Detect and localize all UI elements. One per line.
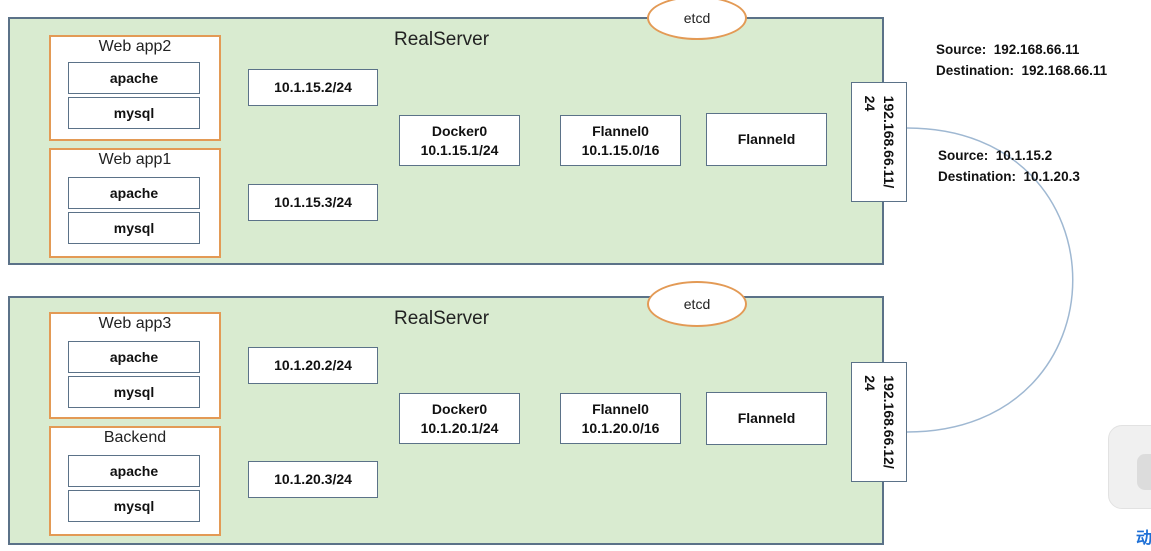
web-app3-title: Web app3	[98, 315, 172, 332]
flannel0-2: Flannel0 10.1.20.0/16	[560, 393, 681, 444]
nic-host-1-mask: 24	[862, 95, 878, 112]
etcd-1: etcd	[647, 0, 747, 40]
web-app2-mysql: mysql	[68, 97, 200, 129]
realserver-2-title: RealServer	[394, 308, 490, 329]
veth-1: 10.1.15.2/24	[248, 69, 378, 106]
veth-4: 10.1.20.3/24	[248, 461, 378, 498]
web-app1-mysql: mysql	[68, 212, 200, 244]
inner-packet-annotation: Source: 10.1.15.2 Destination: 10.1.20.3	[938, 148, 1080, 184]
flanneld-1: Flanneld	[706, 113, 827, 166]
side-character: 动	[1136, 530, 1151, 547]
veth-2: 10.1.15.3/24	[248, 184, 378, 221]
web-app3-apache: apache	[68, 341, 200, 373]
tv-icon[interactable]	[1108, 425, 1151, 509]
veth-3: 10.1.20.2/24	[248, 347, 378, 384]
docker0-bridge-1: Docker0 10.1.15.1/24	[399, 115, 520, 166]
nic-host-1-ip: 192.168.66.11/	[881, 95, 897, 189]
host-link-curve	[906, 127, 1074, 433]
web-app2-apache: apache	[68, 62, 200, 94]
backend-title: Backend	[103, 429, 167, 446]
flannel0-1: Flannel0 10.1.15.0/16	[560, 115, 681, 166]
nic-host-2-mask: 24	[862, 375, 878, 391]
backend-mysql: mysql	[68, 490, 200, 522]
realserver-1-title: RealServer	[394, 29, 490, 50]
outer-packet-annotation: Source: 192.168.66.11 Destination: 192.1…	[936, 42, 1108, 78]
backend-apache: apache	[68, 455, 200, 487]
nic-host-1: 192.168.66.11/ 24	[851, 82, 907, 202]
nic-host-2-ip: 192.168.66.12/	[881, 375, 897, 469]
web-app3-mysql: mysql	[68, 376, 200, 408]
web-app2-title: Web app2	[98, 38, 172, 55]
docker0-bridge-2: Docker0 10.1.20.1/24	[399, 393, 520, 444]
etcd-2: etcd	[647, 281, 747, 327]
flanneld-2: Flanneld	[706, 392, 827, 445]
web-app1-apache: apache	[68, 177, 200, 209]
web-app1-title: Web app1	[98, 151, 172, 168]
nic-host-2: 192.168.66.12/ 24	[851, 362, 907, 482]
